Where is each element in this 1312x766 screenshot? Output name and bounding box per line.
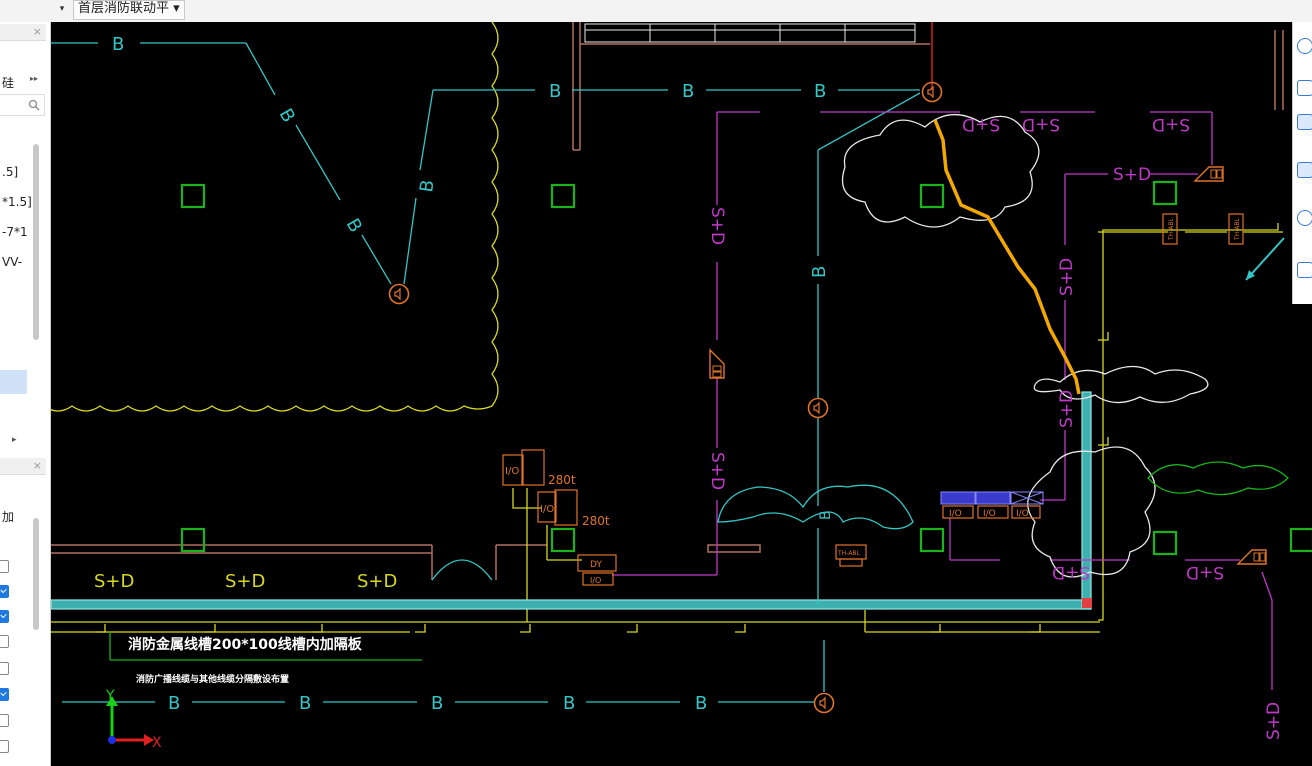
panel-header-text: 硅 bbox=[2, 76, 15, 90]
view-cube-icon[interactable] bbox=[1297, 162, 1312, 178]
label-b: B bbox=[682, 81, 694, 102]
label-sd: S+D bbox=[1113, 165, 1151, 185]
list-icon[interactable] bbox=[1297, 262, 1312, 278]
label-sd: S+D bbox=[225, 571, 265, 592]
layer-checkbox[interactable] bbox=[0, 610, 9, 623]
dropdown-arrow-icon[interactable]: ▾ bbox=[59, 4, 65, 14]
drawing-labels: B B B B B B B B B B B B B B S+D S+D S+D … bbox=[94, 34, 1284, 751]
broadcast-note: 消防广播线缆与其他线缆分隔敷设布置 bbox=[136, 673, 289, 685]
top-toolbar: ▾ 首层消防联动平 ▾ bbox=[0, 0, 1312, 23]
label-sd: S+D bbox=[707, 207, 727, 245]
speaker-icons bbox=[388, 81, 943, 714]
search-input[interactable] bbox=[0, 94, 45, 116]
label-280t: 280t bbox=[582, 514, 610, 528]
label-b: B bbox=[299, 693, 311, 714]
layer-checkbox[interactable] bbox=[0, 740, 9, 753]
fire-alarm-lines bbox=[612, 111, 1273, 690]
label-io: I/O bbox=[1016, 509, 1029, 519]
label-sd: S+D bbox=[357, 571, 397, 592]
panel-header-text: 加 bbox=[2, 510, 15, 524]
layer-checkbox[interactable] bbox=[0, 714, 9, 727]
label-dy: DY bbox=[590, 560, 602, 570]
label-b: B bbox=[549, 81, 561, 102]
window-frame bbox=[584, 23, 916, 43]
floor-selector-label: 首层消防联动平 bbox=[78, 1, 170, 16]
label-b: B bbox=[112, 34, 124, 55]
chevron-down-icon: ▾ bbox=[173, 1, 180, 16]
label-sd: S+D bbox=[1022, 114, 1060, 134]
broadcast-lines bbox=[51, 42, 1285, 703]
list-item[interactable]: VV- bbox=[2, 255, 23, 269]
label-sd: S+D bbox=[1152, 114, 1190, 134]
label-io: I/O bbox=[505, 466, 519, 477]
close-icon[interactable]: × bbox=[32, 25, 42, 38]
label-thabl: TH-ABL bbox=[1168, 218, 1175, 241]
label-b: B bbox=[275, 105, 299, 126]
zone-boundary bbox=[51, 22, 499, 412]
layer-checkbox[interactable] bbox=[0, 635, 9, 648]
panel-title-bar: × bbox=[0, 24, 46, 41]
highlighted-route[interactable] bbox=[933, 119, 1081, 395]
label-io: I/O bbox=[983, 509, 996, 519]
label-sd: S+D bbox=[707, 452, 727, 490]
label-b: B bbox=[416, 179, 439, 194]
hatched-modules bbox=[940, 491, 1044, 505]
label-b: B bbox=[168, 693, 180, 714]
scrollbar[interactable] bbox=[33, 518, 39, 630]
label-sd: S+D bbox=[1057, 390, 1077, 428]
label-sd: S+D bbox=[1186, 562, 1224, 582]
layer-checkbox[interactable] bbox=[0, 662, 9, 675]
left-panel: × 硅 ▸▸ .5] *1.5] -7*1 VV- ▸ × 加 bbox=[0, 22, 51, 766]
label-280t: 280t bbox=[548, 473, 576, 487]
label-b: B bbox=[563, 693, 575, 714]
label-sd: S+D bbox=[1052, 562, 1090, 582]
ucs-axis-icon bbox=[106, 696, 154, 746]
layer-checkbox[interactable] bbox=[0, 560, 9, 573]
label-thabl: TH-ABL bbox=[1234, 218, 1241, 241]
floor-selector[interactable]: 首层消防联动平 ▾ bbox=[73, 0, 185, 20]
label-b: B bbox=[814, 81, 826, 102]
axis-x-label: X bbox=[152, 735, 162, 751]
label-io: I/O bbox=[590, 576, 601, 585]
label-io: I/O bbox=[540, 504, 554, 515]
panel-title-bar: × bbox=[0, 458, 46, 475]
device-boxes bbox=[502, 213, 1244, 586]
scrollbar[interactable] bbox=[33, 144, 39, 340]
view-cube-icon[interactable] bbox=[1297, 114, 1312, 130]
label-sd: S+D bbox=[94, 571, 134, 592]
selected-list-item[interactable] bbox=[0, 370, 27, 394]
expand-icon[interactable]: ▸▸ bbox=[30, 74, 39, 83]
view-tools bbox=[1292, 22, 1312, 304]
cable-tray-note: 消防金属线槽200*100线槽内加隔板 bbox=[128, 636, 363, 653]
wall-lines bbox=[51, 22, 1284, 580]
layer-checkbox[interactable] bbox=[0, 688, 9, 701]
label-io: I/O bbox=[949, 509, 962, 519]
list-item[interactable]: -7*1 bbox=[2, 225, 28, 239]
label-b: B bbox=[809, 266, 830, 278]
layer-checkbox[interactable] bbox=[0, 585, 9, 598]
rotate-icon[interactable] bbox=[1297, 210, 1312, 226]
label-b: B bbox=[818, 510, 834, 520]
scroll-right-icon[interactable]: ▸ bbox=[12, 435, 17, 445]
label-b: B bbox=[431, 693, 443, 714]
revision-clouds bbox=[431, 114, 1209, 581]
label-thabl: TH-ABL bbox=[837, 550, 860, 557]
orbit-icon[interactable] bbox=[1297, 38, 1312, 54]
label-sd: S+D bbox=[1264, 702, 1284, 740]
cad-drawing: B B B B B B B B B B B B B B S+D S+D S+D … bbox=[51, 22, 1312, 751]
view-3d-icon[interactable] bbox=[1297, 80, 1312, 96]
label-sd: S+D bbox=[1057, 258, 1077, 296]
cable-tray-lines bbox=[51, 332, 1109, 633]
search-icon[interactable] bbox=[28, 99, 40, 111]
label-b: B bbox=[695, 693, 707, 714]
list-item[interactable]: *1.5] bbox=[2, 195, 32, 209]
close-icon[interactable]: × bbox=[32, 459, 42, 472]
label-sd: S+D bbox=[962, 114, 1000, 134]
list-item[interactable]: .5] bbox=[2, 165, 19, 179]
label-b: B bbox=[342, 215, 366, 236]
drawing-canvas[interactable]: B B B B B B B B B B B B B B S+D S+D S+D … bbox=[51, 22, 1312, 766]
axis-y-label: Y bbox=[105, 688, 115, 704]
cable-trunk bbox=[51, 599, 1092, 610]
